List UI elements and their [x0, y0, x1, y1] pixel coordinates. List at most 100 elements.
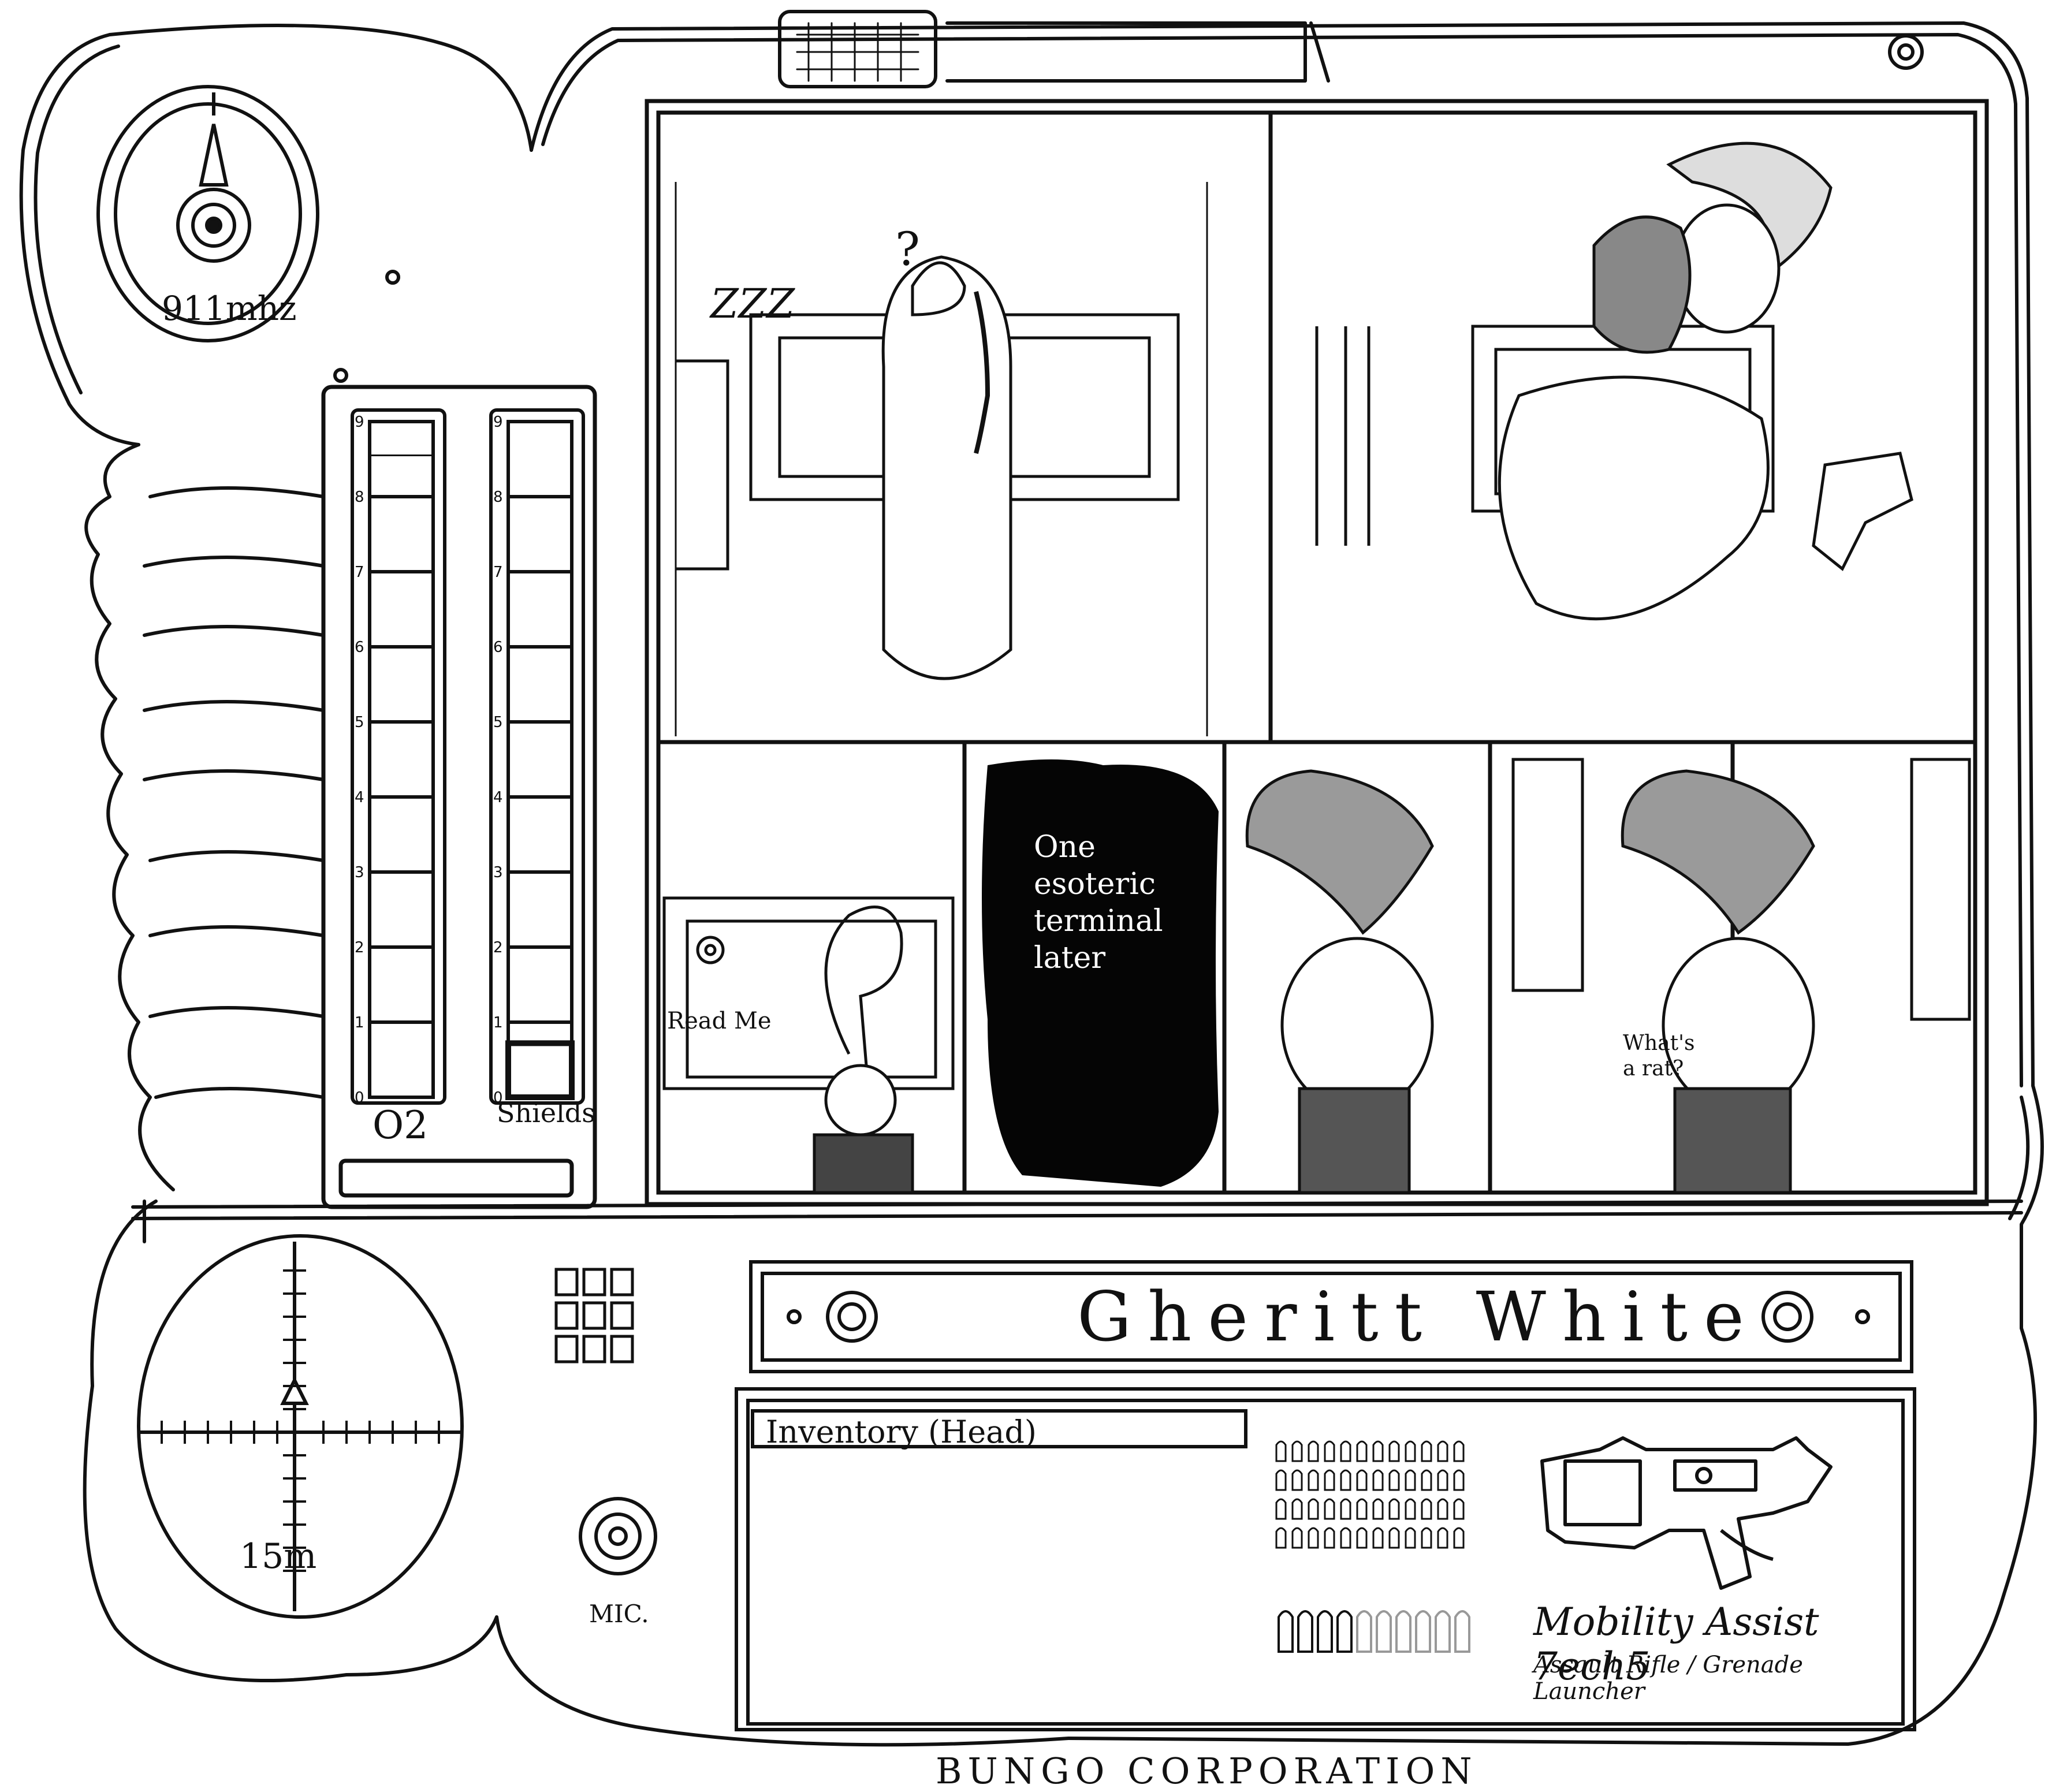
inventory-panel: Inventory (Head) Mobility Assist 7ech5 A… — [733, 1386, 1917, 1733]
ammo-round — [1388, 1527, 1400, 1549]
ammo-round — [1437, 1440, 1448, 1462]
ammo-round — [1275, 1527, 1287, 1549]
manufacturer-label: BUNGO CORPORATION — [936, 1750, 1478, 1792]
ammo-round — [1308, 1498, 1319, 1520]
ammo-round — [1340, 1440, 1351, 1462]
ammo-round — [1405, 1469, 1416, 1491]
panel3-sign: Read Me — [667, 1008, 772, 1034]
keypad-key[interactable] — [610, 1301, 634, 1330]
weapon-type: Assault Rifle / Grenade Launcher — [1533, 1652, 1803, 1705]
o2-tick-label: 7 — [355, 564, 364, 581]
caption-line: later — [1034, 941, 1106, 975]
grenade-round — [1415, 1610, 1431, 1653]
gauge-housing — [321, 385, 597, 1209]
ammo-round — [1372, 1440, 1384, 1462]
caption-line: terminal — [1034, 904, 1163, 938]
o2-tick-label: 8 — [355, 489, 364, 506]
keypad-key[interactable] — [582, 1268, 606, 1297]
caption-line: One — [1034, 830, 1096, 865]
grenade-round — [1454, 1610, 1470, 1653]
panel4-caption: One esoteric terminal later — [1034, 829, 1163, 977]
o2-gauge-frame — [351, 408, 446, 1105]
weapon-name: Mobility Assist 7ech5 — [1533, 1600, 1819, 1689]
grenade-round — [1395, 1610, 1411, 1653]
ammo-round — [1356, 1498, 1368, 1520]
frequency-dial[interactable]: 911mhz — [81, 69, 323, 358]
keypad-key[interactable] — [554, 1268, 579, 1297]
ammo-round — [1453, 1527, 1465, 1549]
o2-label: O2 — [373, 1103, 429, 1148]
ammo-round — [1405, 1527, 1416, 1549]
shields-level-fill — [505, 1040, 575, 1101]
keypad[interactable] — [552, 1265, 638, 1369]
ammo-round — [1308, 1527, 1319, 1549]
screen-frame — [645, 99, 1989, 1206]
radar-scope — [137, 1234, 464, 1619]
ammo-round — [1340, 1469, 1351, 1491]
o2-tick-label: 5 — [355, 714, 364, 731]
weapon-icon — [1540, 1436, 1833, 1590]
ammo-round — [1372, 1527, 1384, 1549]
grenade-round — [1297, 1610, 1313, 1653]
speech-line: What's — [1623, 1031, 1695, 1055]
keypad-grid — [554, 1268, 634, 1363]
inventory-frame — [735, 1387, 1916, 1731]
o2-tick-label: 9 — [355, 413, 364, 431]
ammo-round — [1324, 1527, 1335, 1549]
ammo-round — [1324, 1469, 1335, 1491]
panel1-question: ? — [895, 222, 920, 276]
keypad-key[interactable] — [610, 1335, 634, 1363]
ammo-round — [1291, 1498, 1303, 1520]
ammo-round — [1437, 1469, 1448, 1491]
o2-tick-label: 1 — [355, 1014, 364, 1031]
panel1-sfx: ZZZ — [710, 280, 795, 327]
shields-tick-label: 3 — [493, 864, 503, 881]
shields-tick-label: 1 — [493, 1014, 503, 1031]
ammo-round — [1291, 1440, 1303, 1462]
ammo-round — [1372, 1498, 1384, 1520]
radar: 15m — [127, 1219, 485, 1623]
shields-tick-label: 0 — [493, 1089, 503, 1107]
o2-tick-label: 6 — [355, 639, 364, 656]
caption-blob — [982, 759, 1219, 1187]
o2-tick-label: 4 — [355, 789, 364, 806]
ammo-round — [1275, 1498, 1287, 1520]
ammo-round — [1372, 1469, 1384, 1491]
keypad-key[interactable] — [582, 1301, 606, 1330]
ammo-round — [1453, 1498, 1465, 1520]
speech-line: a rat? — [1623, 1057, 1684, 1081]
character-name: Gheritt White — [1077, 1277, 1760, 1357]
ammo-round — [1291, 1469, 1303, 1491]
mic-label: MIC. — [589, 1600, 649, 1628]
keypad-key[interactable] — [582, 1335, 606, 1363]
keypad-key[interactable] — [554, 1301, 579, 1330]
ammo-round — [1421, 1527, 1432, 1549]
shields-tick-label: 6 — [493, 639, 503, 656]
shields-tick-label: 2 — [493, 939, 503, 956]
ammo-round — [1324, 1498, 1335, 1520]
keypad-key[interactable] — [554, 1335, 579, 1363]
ammo-round — [1356, 1440, 1368, 1462]
ammo-round — [1356, 1469, 1368, 1491]
shields-tick-label: 5 — [493, 714, 503, 731]
ammo-round — [1405, 1498, 1416, 1520]
keypad-key[interactable] — [610, 1268, 634, 1297]
ammo-round — [1388, 1469, 1400, 1491]
ammo-round — [1405, 1440, 1416, 1462]
ammo-counter — [1275, 1440, 1470, 1653]
ammo-round — [1388, 1498, 1400, 1520]
shields-tick-label: 7 — [493, 564, 503, 581]
shields-label: Shields — [497, 1097, 595, 1128]
inventory-tab[interactable]: Inventory (Head) — [751, 1409, 1247, 1450]
name-plate-frame — [749, 1260, 1913, 1373]
ammo-round — [1308, 1440, 1319, 1462]
ammo-round — [1275, 1469, 1287, 1491]
shields-tick-label: 8 — [493, 489, 503, 506]
inventory-tab-label: Inventory (Head) — [766, 1414, 1037, 1450]
ammo-round — [1340, 1498, 1351, 1520]
ammo-round — [1308, 1469, 1319, 1491]
shields-tick-label: 4 — [493, 789, 503, 806]
